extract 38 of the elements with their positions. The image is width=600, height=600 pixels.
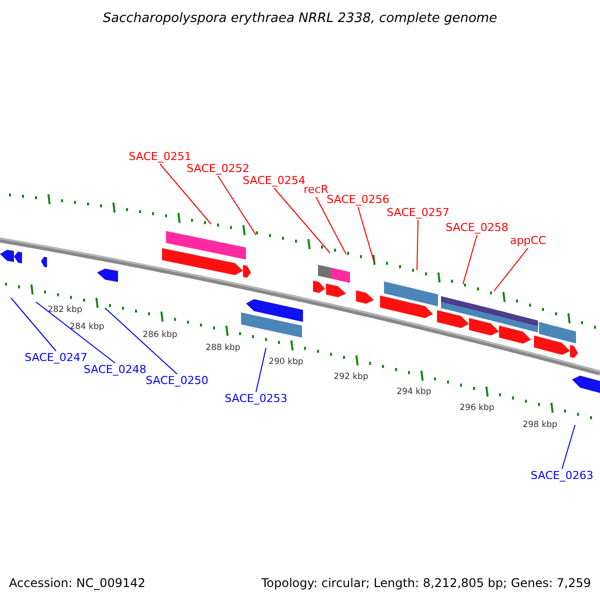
gene-label: SACE_0252 xyxy=(186,162,250,176)
leader-line xyxy=(562,424,576,470)
leader-line xyxy=(494,248,528,292)
leader-line xyxy=(316,196,346,254)
gene-label: SACE_0247 xyxy=(24,351,88,365)
gene-label: SACE_0254 xyxy=(242,174,306,188)
accession-text: Accession: NC_009142 xyxy=(9,575,146,592)
gene-label: SACE_0250 xyxy=(146,374,208,388)
leader-line xyxy=(416,220,418,270)
scale-label: 290 kbp xyxy=(268,357,304,367)
genome-stats-text: Topology: circular; Length: 8,212,805 bp; Genes: 7,259 xyxy=(261,575,591,592)
title: Saccharopolyspora erythraea NRRL 2338, complete genome xyxy=(102,10,498,28)
scale-label: 288 kbp xyxy=(206,343,240,353)
leader-line xyxy=(36,302,116,364)
leader-line xyxy=(274,188,330,254)
leader-line xyxy=(104,308,178,374)
gene-label: SACE_0257 xyxy=(386,206,450,220)
scale-label: 292 kbp xyxy=(334,372,368,382)
gene-label: SACE_0258 xyxy=(446,221,508,235)
gene-label: appCC xyxy=(510,234,546,248)
gene-label: SACE_0263 xyxy=(530,469,594,483)
scale-label: 284 kbp xyxy=(70,322,104,332)
leader-line xyxy=(218,176,256,236)
leader-line xyxy=(256,348,266,392)
leader-line xyxy=(160,164,212,224)
gene-label: SACE_0251 xyxy=(128,150,192,164)
gene-label: SACE_0248 xyxy=(84,363,146,377)
scale-label: 296 kbp xyxy=(460,403,494,413)
scale-label: 298 kbp xyxy=(522,420,558,430)
leader-line xyxy=(462,234,478,284)
leader-line xyxy=(10,298,56,352)
leader-line xyxy=(358,206,374,262)
scale-label: 282 kbp xyxy=(48,305,82,315)
scale-label: 294 kbp xyxy=(396,387,432,397)
gene-label: SACE_0253 xyxy=(224,392,288,406)
scale-label: 286 kbp xyxy=(142,330,178,340)
gene-label: SACE_0256 xyxy=(326,193,390,207)
gene-label: recR xyxy=(304,183,328,197)
